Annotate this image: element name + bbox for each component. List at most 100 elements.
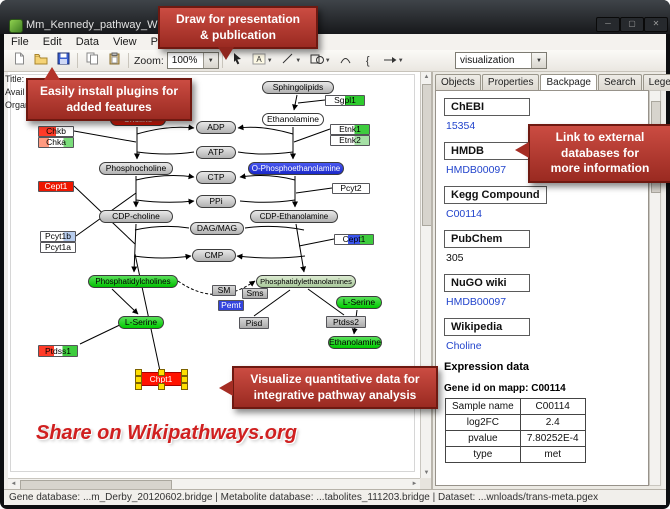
zoom-label: Zoom: [134,54,164,67]
tab-backpage[interactable]: Backpage [540,74,597,91]
callout-link-line2: databases for [560,145,640,160]
callout-link-line1: Link to external [555,130,645,144]
close-button[interactable]: ✕ [644,17,668,32]
pathway-node-ctp[interactable]: CTP [196,171,236,184]
menu-item-edit[interactable]: Edit [42,36,62,48]
pathway-node-phosphocholine[interactable]: Phosphocholine [99,162,173,175]
canvas-horizontal-scrollbar[interactable]: ◄ ► [8,478,420,490]
pathway-node-dag-mag[interactable]: DAG/MAG [190,222,244,235]
pathway-canvas[interactable]: SphingolipidsSgpl1CholineChkbChkaADPEtha… [8,72,420,478]
pathway-node-l-serine-right[interactable]: L-Serine [336,296,382,309]
db-value-pubchem: 305 [446,252,464,264]
selection-handle[interactable] [181,376,188,383]
pathway-node-ethanolamine[interactable]: Ethanolamine [262,113,324,126]
visualization-select[interactable]: visualization ▼ [455,52,547,69]
tab-legend[interactable]: Legend [642,74,670,91]
title-bar[interactable]: Mm_Kennedy_pathway_WP1771_45176.gpml ─ ▢… [0,0,670,34]
chevron-down-icon[interactable]: ▼ [202,53,218,68]
save-button[interactable] [52,50,74,71]
toolbar-separator [77,53,78,68]
scroll-right-icon[interactable]: ► [411,481,418,487]
shape-tool-button[interactable]: ▼ [306,50,335,71]
pathway-node-o-phosphoethanolamine[interactable]: O-Phosphoethanolamine [248,162,344,175]
pathway-node-etnk2[interactable]: Etnk2 [330,135,370,146]
tab-search[interactable]: Search [597,74,642,91]
label-tool-button[interactable]: A▼ [248,50,277,71]
pathway-node-sms[interactable]: Sms [242,288,268,299]
property-label-availability: Avail [5,87,25,97]
tab-properties[interactable]: Properties [481,74,540,91]
pathway-node-atp[interactable]: ATP [196,146,236,159]
pathway-node-pcyt1b[interactable]: Pcyt1b [40,231,76,242]
tab-objects[interactable]: Objects [435,74,481,91]
selection-handle[interactable] [181,383,188,390]
paste-button[interactable] [103,50,125,71]
expression-gene-id: Gene id on mapp: C00114 [444,383,566,394]
pathway-node-cept1-left[interactable]: Cept1 [38,181,74,192]
pathway-node-cdp-choline[interactable]: CDP-choline [99,210,173,223]
db-link-kegg[interactable]: C00114 [446,208,483,220]
pathway-node-ptdss1[interactable]: Ptdss1 [38,345,78,357]
maximize-button[interactable]: ▢ [620,17,644,32]
zoom-select[interactable]: 100% ▼ [166,52,219,69]
pathway-node-ppi[interactable]: PPi [196,195,236,208]
selection-handle[interactable] [135,376,142,383]
tool-bar: Zoom: 100% ▼ A▼ ▼ ▼ { ▼ visualization ▼ [4,50,666,72]
pathway-node-pcyt2[interactable]: Pcyt2 [332,183,370,194]
callout-draw-line2: & publication [200,27,276,42]
selection-handle[interactable] [135,369,142,376]
arrow-tool-icon [383,52,397,70]
panel-splitter[interactable] [431,72,433,489]
pathway-node-sm[interactable]: SM [212,285,236,296]
pathway-node-l-serine-left[interactable]: L-Serine [118,316,164,329]
selection-handle[interactable] [181,369,188,376]
callout-visualize: Visualize quantitative data for integrat… [219,366,438,410]
pathway-node-etnk1[interactable]: Etnk1 [330,124,370,135]
label-tool-icon: A [252,52,266,70]
pathway-node-ptdss2[interactable]: Ptdss2 [326,316,366,328]
arrow-tool-button[interactable]: ▼ [379,50,408,71]
copy-button[interactable] [81,50,103,71]
arc-tool-button[interactable] [335,50,357,71]
db-link-wikipedia[interactable]: Choline [446,340,482,352]
chevron-down-icon[interactable]: ▼ [531,53,546,68]
menu-item-data[interactable]: Data [75,36,99,48]
minimize-button[interactable]: ─ [596,17,620,32]
pathway-node-pisd[interactable]: Pisd [239,317,269,329]
new-file-button[interactable] [8,50,30,71]
db-link-nugo[interactable]: HMDB00097 [446,296,507,308]
scrollbar-corner [420,478,431,489]
menu-item-view[interactable]: View [112,36,137,48]
scroll-up-icon[interactable]: ▲ [423,74,430,80]
db-link-hmdb[interactable]: HMDB00097 [446,164,507,176]
table-cell: 2.4 [519,414,586,431]
pathway-node-phosphatidylcholines[interactable]: Phosphatidylcholines [88,275,178,288]
menu-item-file[interactable]: File [11,36,29,48]
scroll-down-icon[interactable]: ▼ [423,470,430,476]
pathway-node-pemt[interactable]: Pemt [218,300,244,311]
db-link-chebi[interactable]: 15354 [446,120,476,132]
pathway-node-chkb[interactable]: Chkb [38,126,74,137]
pathway-node-ethanolamine-right[interactable]: Ethanolamine [328,336,382,349]
pointer-tool-button[interactable] [226,50,248,71]
scroll-left-icon[interactable]: ◄ [10,481,17,487]
pathway-node-phosphatidylethanolamines[interactable]: Phosphatidylethanolamines [256,275,356,288]
pathway-node-chka[interactable]: Chka [38,137,74,148]
pathway-node-pcyt1a[interactable]: Pcyt1a [40,242,76,253]
selection-handle[interactable] [158,369,165,376]
pathway-node-sgpl1[interactable]: Sgpl1 [325,95,365,106]
table-cell: 7.80252E-4 [519,430,586,447]
open-button[interactable] [30,50,52,71]
pathway-node-adp[interactable]: ADP [196,121,236,134]
drawing-board [10,74,415,472]
line-tool-button[interactable]: ▼ [277,50,306,71]
selection-handle[interactable] [158,383,165,390]
canvas-vertical-scrollbar[interactable]: ▲ ▼ [420,72,432,478]
pathway-node-cmp[interactable]: CMP [192,249,236,262]
callout-link-line3: more information [550,161,650,176]
pathway-node-cdp-ethanolamine[interactable]: CDP-Ethanolamine [250,210,338,223]
selection-handle[interactable] [135,383,142,390]
pathway-node-cept1-right[interactable]: Cept1 [334,234,374,245]
brace-tool-button[interactable]: { [357,50,379,71]
pathway-node-sphingolipids[interactable]: Sphingolipids [262,81,334,94]
